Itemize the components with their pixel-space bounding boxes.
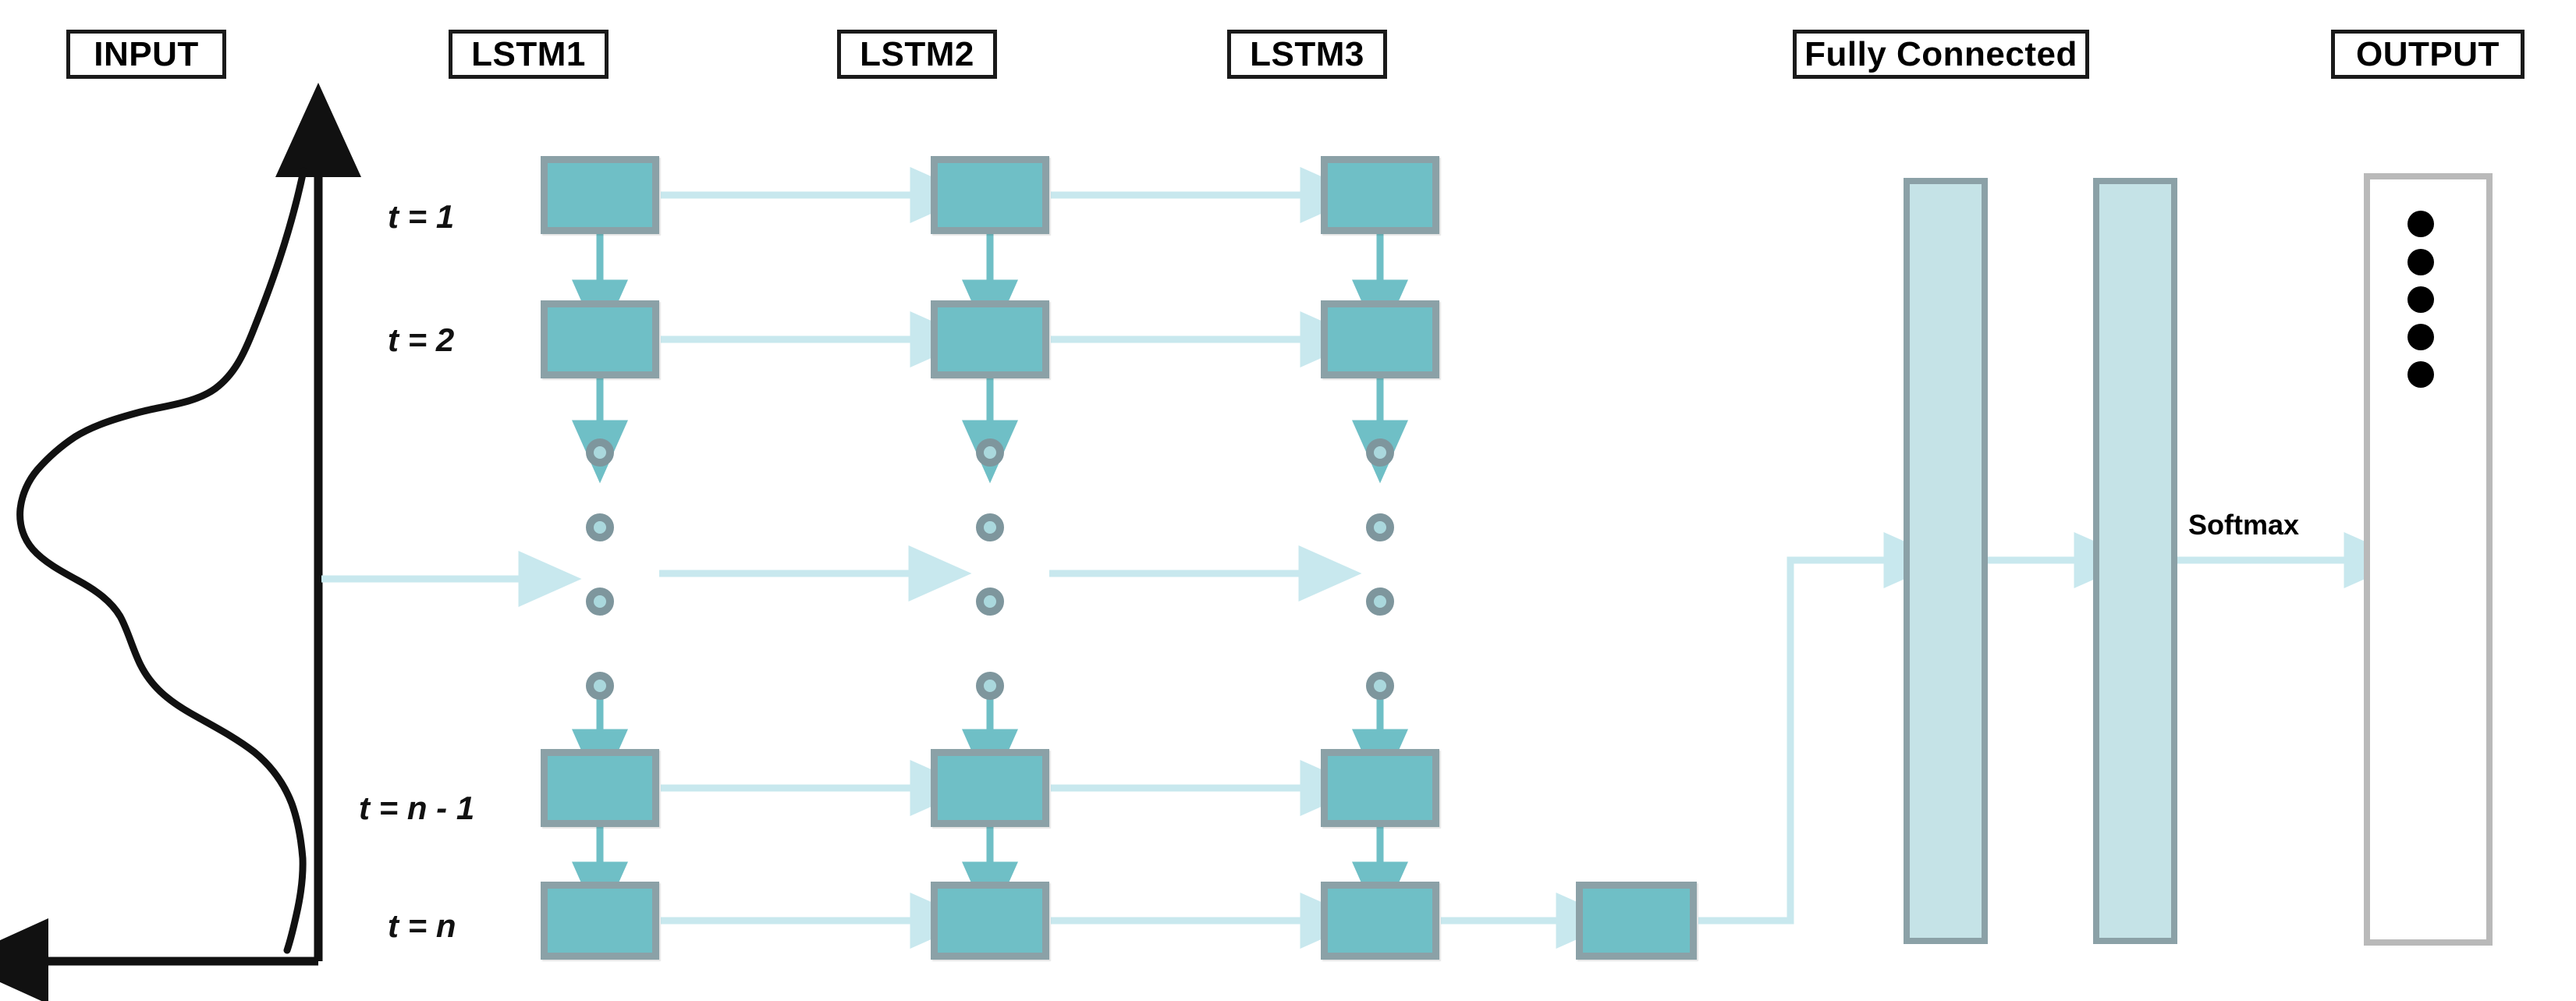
header-box-output: OUTPUT	[2331, 30, 2525, 79]
ellipsis-dot-lstm2-1	[976, 438, 1004, 467]
header-box-lstm2: LSTM2	[837, 30, 997, 79]
output-class-dot-2	[2407, 249, 2434, 275]
lstm2-cell-tn[interactable]	[931, 882, 1049, 960]
ellipsis-dot-lstm1-2	[586, 513, 614, 541]
time-step-label-t-n-minus-1: t = n - 1	[359, 790, 475, 826]
fully-connected-layer-1[interactable]	[1904, 178, 1988, 944]
lstm3-cell-t2[interactable]	[1321, 300, 1439, 378]
output-class-dot-1	[2407, 211, 2434, 237]
time-step-label-t1: t = 1	[388, 198, 455, 235]
ellipsis-dot-lstm1-4	[586, 672, 614, 700]
lstm3-cell-t1[interactable]	[1321, 156, 1439, 234]
ellipsis-dot-lstm2-2	[976, 513, 1004, 541]
elbow-aggregate-to-fc1	[1698, 532, 1947, 925]
ellipsis-dot-lstm3-3	[1366, 587, 1394, 616]
header-label-fully-connected: Fully Connected	[1804, 34, 2077, 73]
header-label-lstm2: LSTM2	[860, 34, 974, 73]
header-box-lstm1: LSTM1	[449, 30, 609, 79]
time-step-label-t2: t = 2	[388, 321, 455, 358]
time-step-label-t-n: t = n	[388, 907, 456, 944]
lstm1-cell-tn[interactable]	[541, 882, 659, 960]
lstm2-cell-t1[interactable]	[931, 156, 1049, 234]
lstm3-cell-tn1[interactable]	[1321, 749, 1439, 827]
ellipsis-dot-lstm3-4	[1366, 672, 1394, 700]
ellipsis-dot-lstm3-1	[1366, 438, 1394, 467]
lstm3-cell-tn[interactable]	[1321, 882, 1439, 960]
header-label-output: OUTPUT	[2356, 34, 2500, 73]
output-panel	[2364, 173, 2493, 946]
header-label-input: INPUT	[94, 34, 199, 73]
lstm1-cell-t2[interactable]	[541, 300, 659, 378]
lstm2-cell-t2[interactable]	[931, 300, 1049, 378]
header-label-lstm3: LSTM3	[1250, 34, 1364, 73]
ellipsis-dot-lstm2-4	[976, 672, 1004, 700]
softmax-label: Softmax	[2188, 509, 2300, 541]
header-box-fully-connected: Fully Connected	[1793, 30, 2089, 79]
ellipsis-dot-lstm1-1	[586, 438, 614, 467]
fully-connected-layer-2[interactable]	[2093, 178, 2177, 944]
lstm1-cell-t1[interactable]	[541, 156, 659, 234]
ellipsis-dot-lstm3-2	[1366, 513, 1394, 541]
input-signal-curve	[16, 167, 307, 954]
header-label-lstm1: LSTM1	[471, 34, 586, 73]
ellipsis-dot-lstm1-3	[586, 587, 614, 616]
sequence-output-block[interactable]	[1576, 882, 1697, 960]
header-box-lstm3: LSTM3	[1227, 30, 1387, 79]
output-class-dot-4	[2407, 324, 2434, 350]
header-box-input: INPUT	[66, 30, 226, 79]
output-class-dot-5	[2407, 361, 2434, 388]
ellipsis-dot-lstm2-3	[976, 587, 1004, 616]
input-axes	[0, 83, 361, 1001]
output-class-dot-3	[2407, 286, 2434, 313]
lstm2-cell-tn1[interactable]	[931, 749, 1049, 827]
lstm1-cell-tn1[interactable]	[541, 749, 659, 827]
